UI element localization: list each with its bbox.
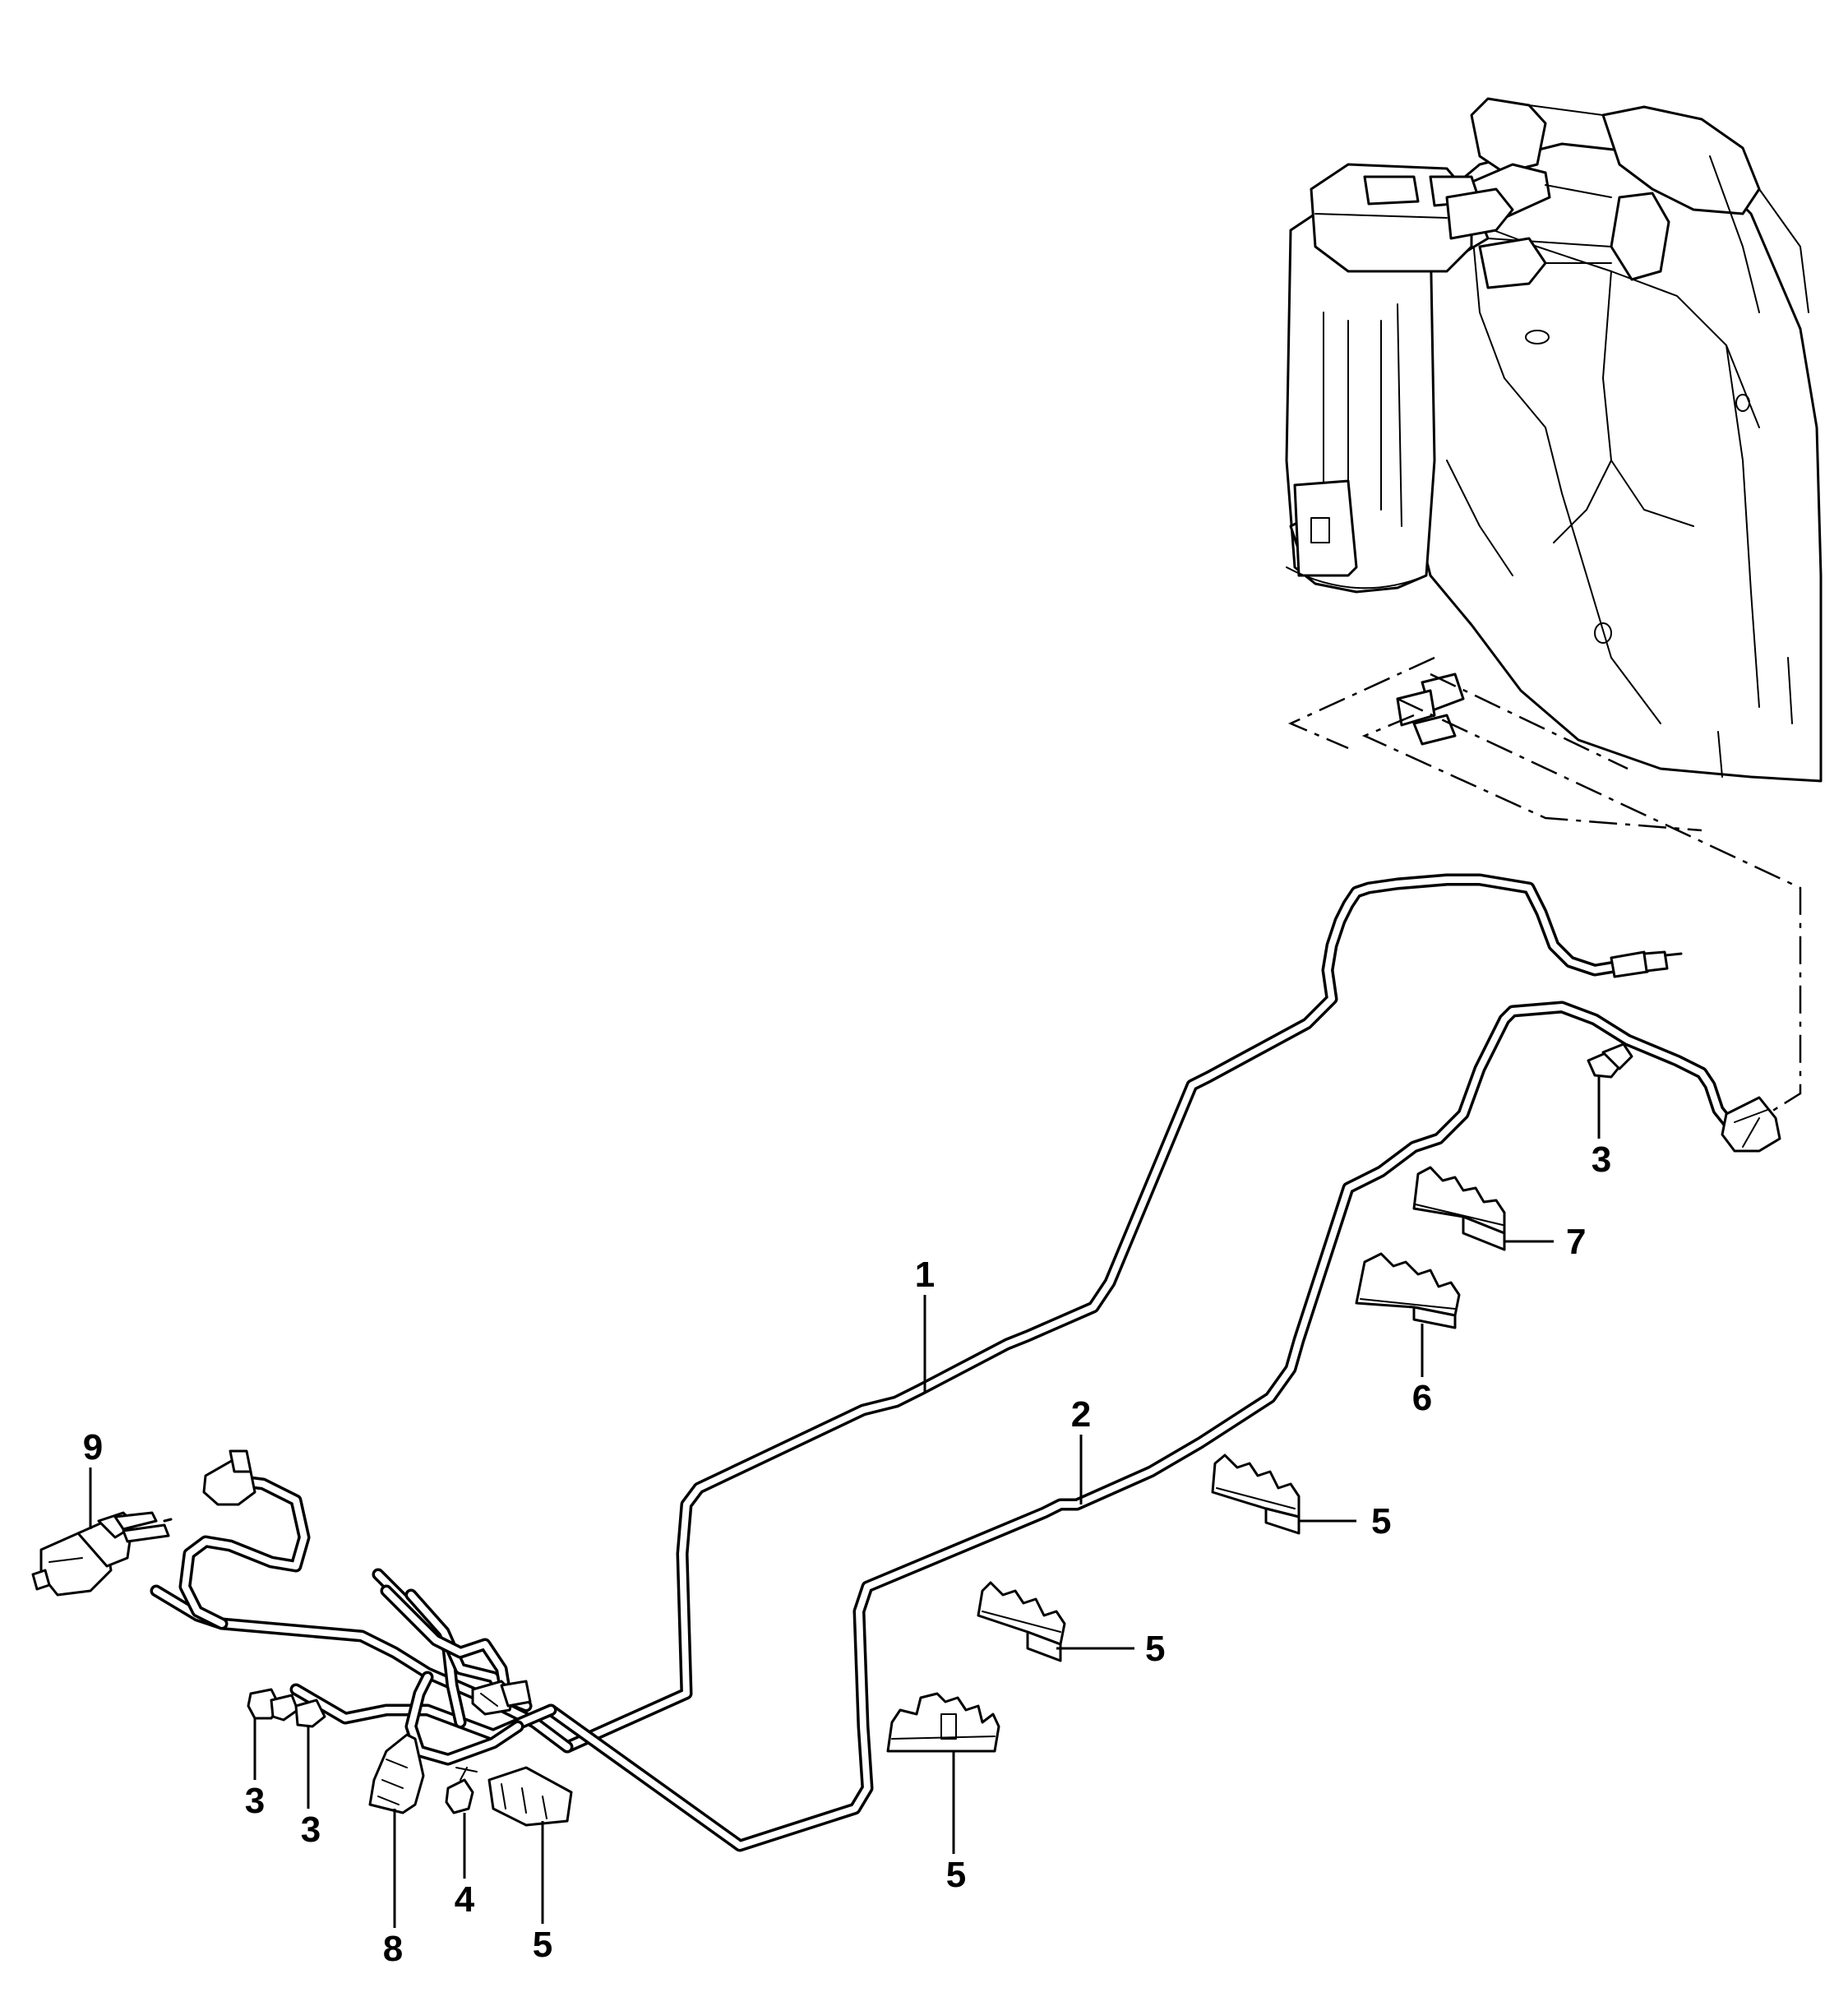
callout-6: 6: [1412, 1378, 1432, 1418]
callout-5-d: 5: [533, 1925, 552, 1965]
part-9-valve: [31, 1511, 173, 1597]
part-3-clips: [247, 1042, 1633, 1728]
callout-5-b: 5: [1145, 1629, 1165, 1669]
callout-5-a: 5: [1371, 1501, 1391, 1541]
part-6-clip: [1355, 1252, 1461, 1329]
callout-9: 9: [83, 1427, 103, 1468]
fuel-tank-assembly: [1396, 97, 1823, 783]
fuel-pipe-2: [544, 1001, 1781, 1852]
callout-4: 4: [455, 1879, 475, 1920]
callout-3-right: 3: [1592, 1139, 1611, 1180]
callouts: 1 2 3 3 3 4 5 5 5 5 6 7 8 9: [83, 1139, 1611, 1969]
part-5-clips: [487, 1454, 1301, 1827]
leader-lines: [89, 1077, 1601, 1928]
callout-3-middle: 3: [301, 1810, 321, 1850]
fuel-pipe-1: [561, 873, 1683, 1754]
callout-5-c: 5: [946, 1855, 966, 1895]
callout-8: 8: [383, 1929, 403, 1969]
part-8-clip: [368, 1733, 425, 1814]
part-4-grommet: [445, 1767, 478, 1814]
callout-1: 1: [915, 1255, 935, 1295]
charcoal-canister: [1285, 163, 1612, 594]
front-pipe-bundle: [150, 1449, 574, 1766]
callout-3-left: 3: [245, 1781, 265, 1821]
part-7-clip: [1412, 1166, 1506, 1251]
reference-lines: [1287, 656, 1802, 1116]
callout-7: 7: [1566, 1222, 1586, 1262]
callout-2: 2: [1071, 1394, 1091, 1435]
